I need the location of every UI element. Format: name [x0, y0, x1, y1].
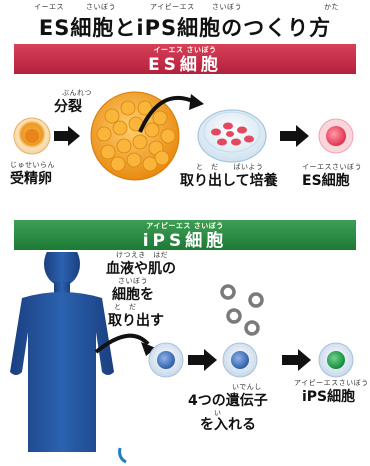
human-body-icon	[10, 252, 114, 452]
division-label: 分裂	[54, 99, 82, 115]
division-ruby: ぶんれつ	[62, 89, 92, 97]
step-label-line-2: 細胞を	[112, 287, 154, 303]
genes-ruby-2: い	[214, 409, 222, 417]
genes-ruby: いでんし	[232, 383, 262, 391]
gene-rings-icon	[220, 284, 264, 336]
ips-cell-icon	[318, 342, 354, 378]
arrow-icon	[282, 349, 311, 371]
fertilized-egg-icon	[13, 117, 51, 155]
title-ruby-es: イーエス	[34, 3, 64, 11]
ips-section-band: アイピーエス さいぼう iPS細胞	[14, 220, 356, 251]
petri-dish-icon	[197, 109, 267, 163]
title-ruby-ips: アイピーエス	[150, 3, 195, 11]
extraction-arrow-icon	[138, 94, 204, 133]
es-band-label: ES細胞	[148, 54, 222, 75]
genes-label-line-1: 4つの遺伝子	[188, 393, 268, 409]
decorative-mark	[118, 447, 127, 464]
extraction-arrow-icon	[94, 333, 156, 356]
somatic-cell-icon	[148, 342, 184, 378]
es-process-illustration	[13, 91, 354, 181]
title-ruby-kata: かた	[324, 3, 339, 11]
step-ruby-2: さいぼう	[118, 277, 148, 285]
fertilized-egg-ruby: じゅせいらん	[10, 161, 55, 169]
extract-culture-ruby: と だ ばいよう	[196, 163, 264, 171]
step-label-line-3: 取り出す	[108, 313, 164, 329]
title-ruby-saibou2: さいぼう	[212, 3, 242, 11]
es-result-label: ES細胞	[302, 173, 350, 189]
step-label-line-1: 血液や肌の	[106, 261, 176, 277]
step-ruby-3: と だ	[114, 303, 137, 311]
es-band-ruby: イーエス さいぼう	[153, 46, 217, 54]
gene-transfer-cell-icon	[222, 342, 258, 378]
page-title: ES細胞とiPS細胞のつくり方	[38, 16, 332, 40]
ips-result-label: iPS細胞	[302, 389, 356, 405]
extract-culture-label: 取り出して培養	[180, 173, 278, 189]
es-cell-icon	[318, 118, 354, 154]
arrow-icon	[54, 126, 80, 146]
genes-label-line-2: を入れる	[200, 417, 256, 433]
title-ruby-saibou1: さいぼう	[86, 3, 116, 11]
es-section-band: イーエス さいぼう ES細胞	[14, 44, 356, 75]
blastocyst-icon	[90, 91, 180, 181]
ips-band-ruby: アイピーエス さいぼう	[146, 222, 224, 230]
fertilized-egg-label: 受精卵	[10, 171, 52, 187]
es-result-ruby: イーエスさいぼう	[302, 163, 362, 171]
ips-process-illustration	[10, 252, 354, 464]
arrow-icon	[280, 125, 309, 147]
ips-band-label: iPS細胞	[142, 230, 228, 251]
step-ruby-1: けつえき はだ	[116, 251, 169, 259]
arrow-icon	[188, 349, 217, 371]
ips-result-ruby: アイピーエスさいぼう	[294, 379, 369, 387]
